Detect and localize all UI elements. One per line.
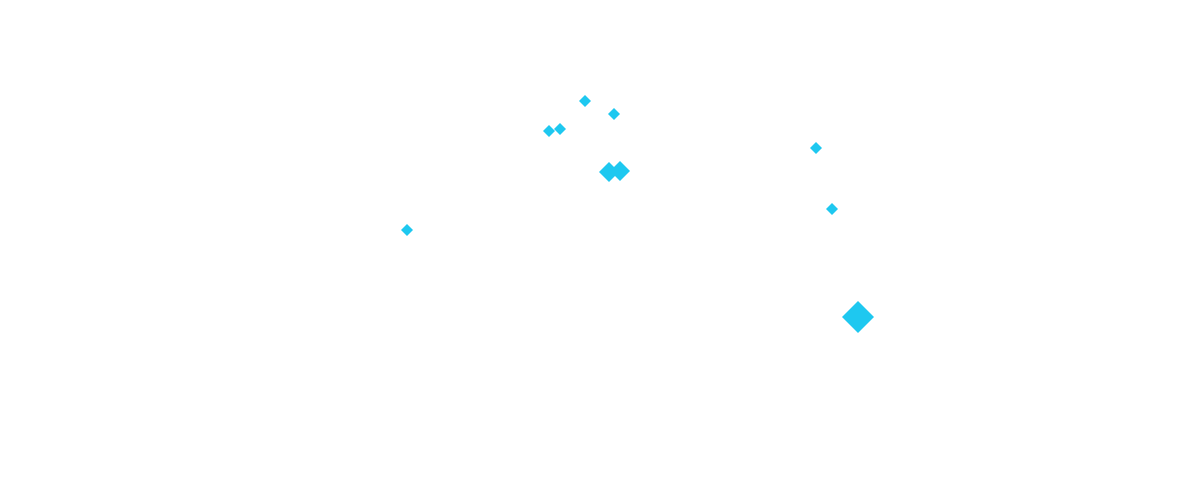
map-marker[interactable] <box>554 123 566 135</box>
map-marker[interactable] <box>842 301 874 333</box>
map-marker[interactable] <box>610 161 630 181</box>
map-marker[interactable] <box>401 224 413 236</box>
map-marker[interactable] <box>608 108 620 120</box>
map-marker[interactable] <box>826 203 838 215</box>
map-marker[interactable] <box>579 95 591 107</box>
map-marker[interactable] <box>810 142 822 154</box>
map-marker[interactable] <box>543 125 555 137</box>
